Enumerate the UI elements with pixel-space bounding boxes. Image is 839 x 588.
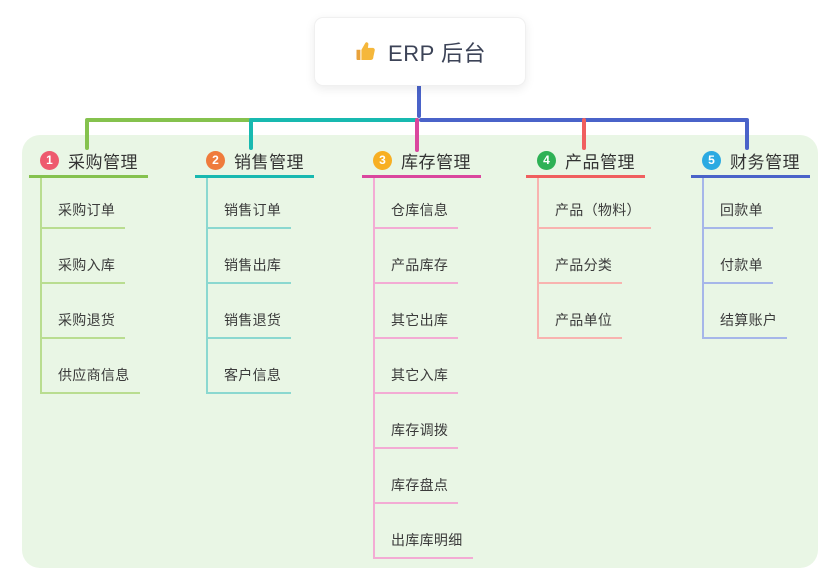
child-item[interactable]: 销售退货 [206, 284, 292, 339]
branch-label: 产品管理 [565, 152, 635, 172]
branch-finance: 5 财务管理 回款单 付款单 结算账户 [691, 145, 810, 339]
branch-label: 销售管理 [234, 152, 304, 172]
child-item[interactable]: 库存盘点 [373, 449, 459, 504]
child-item[interactable]: 采购订单 [40, 178, 126, 229]
root-node[interactable]: ERP 后台 [314, 17, 526, 86]
branch-number-badge: 1 [40, 150, 59, 170]
drop-product-line [582, 118, 586, 150]
child-item[interactable]: 库存调拨 [373, 394, 459, 449]
child-item[interactable]: 产品库存 [373, 229, 459, 284]
child-item[interactable]: 结算账户 [702, 284, 788, 339]
child-item[interactable]: 仓库信息 [373, 178, 459, 229]
branch-label: 采购管理 [68, 152, 138, 172]
child-item[interactable]: 其它出库 [373, 284, 459, 339]
branch-number-badge: 5 [702, 150, 721, 170]
child-item[interactable]: 供应商信息 [40, 339, 140, 394]
branch-header-finance[interactable]: 5 财务管理 [691, 145, 810, 178]
thumbs-up-icon [354, 40, 378, 64]
branch-number-badge: 4 [537, 150, 556, 170]
branch-inventory: 3 库存管理 仓库信息 产品库存 其它出库 其它入库 库存调拨 库存盘点 出库库… [362, 145, 481, 559]
branch-children: 产品（物料） 产品分类 产品单位 [537, 178, 651, 339]
branch-label: 财务管理 [730, 152, 800, 172]
child-item[interactable]: 销售出库 [206, 229, 292, 284]
child-item[interactable]: 产品分类 [537, 229, 623, 284]
branch-sales: 2 销售管理 销售订单 销售出库 销售退货 客户信息 [195, 145, 314, 394]
branch-number-badge: 2 [206, 150, 225, 170]
branch-header-product[interactable]: 4 产品管理 [526, 145, 645, 178]
drop-finance-line [745, 120, 749, 150]
child-item[interactable]: 采购退货 [40, 284, 126, 339]
branch-header-sales[interactable]: 2 销售管理 [195, 145, 314, 178]
child-item[interactable]: 产品单位 [537, 284, 623, 339]
child-item[interactable]: 出库库明细 [373, 504, 473, 559]
branch-children: 回款单 付款单 结算账户 [702, 178, 810, 339]
branches-panel [22, 135, 818, 568]
child-item[interactable]: 其它入库 [373, 339, 459, 394]
branch-product: 4 产品管理 产品（物料） 产品分类 产品单位 [526, 145, 651, 339]
branch-purchase: 1 采购管理 采购订单 采购入库 采购退货 供应商信息 [29, 145, 148, 394]
branch-children: 销售订单 销售出库 销售退货 客户信息 [206, 178, 314, 394]
connector-sales-line [249, 118, 419, 122]
drop-sales-line [249, 120, 253, 150]
branch-children: 采购订单 采购入库 采购退货 供应商信息 [40, 178, 148, 394]
child-item[interactable]: 回款单 [702, 178, 773, 229]
child-item[interactable]: 采购入库 [40, 229, 126, 284]
branch-label: 库存管理 [401, 152, 471, 172]
child-item[interactable]: 客户信息 [206, 339, 292, 394]
child-item[interactable]: 销售订单 [206, 178, 292, 229]
branch-children: 仓库信息 产品库存 其它出库 其它入库 库存调拨 库存盘点 出库库明细 [373, 178, 481, 559]
branch-number-badge: 3 [373, 150, 392, 170]
branch-header-inventory[interactable]: 3 库存管理 [362, 145, 481, 178]
child-item[interactable]: 付款单 [702, 229, 773, 284]
root-title: ERP 后台 [388, 40, 486, 66]
drop-inventory-line [415, 118, 419, 152]
child-item[interactable]: 产品（物料） [537, 178, 651, 229]
drop-purchase-line [85, 120, 89, 150]
root-connector-line [417, 84, 421, 118]
branch-header-purchase[interactable]: 1 采购管理 [29, 145, 148, 178]
